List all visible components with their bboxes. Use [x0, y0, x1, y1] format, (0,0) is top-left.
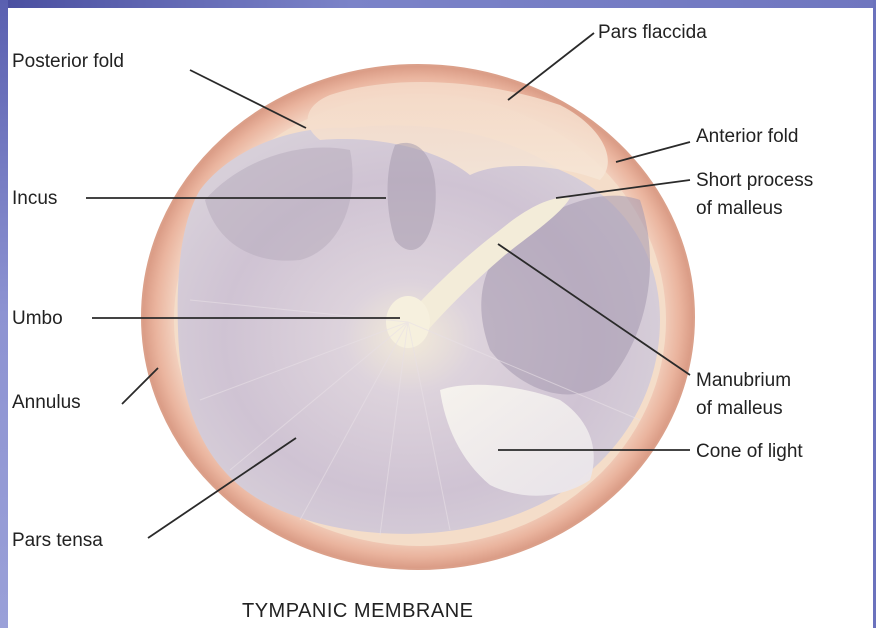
label-cone-of-light: Cone of light [696, 441, 803, 462]
label-manubrium-line1: Manubrium [696, 370, 791, 391]
incus-shadow [388, 143, 436, 250]
label-manubrium-line2: of malleus [696, 398, 783, 419]
label-short-process-line1: Short process [696, 170, 813, 191]
label-incus: Incus [12, 188, 57, 209]
diagram-caption: TYMPANIC MEMBRANE [242, 600, 473, 622]
leader-pars-flaccida [508, 33, 594, 100]
label-pars-tensa: Pars tensa [12, 530, 103, 551]
label-short-process-line2: of malleus [696, 198, 783, 219]
label-annulus: Annulus [12, 392, 81, 413]
label-pars-flaccida: Pars flaccida [598, 22, 707, 43]
label-umbo: Umbo [12, 308, 63, 329]
label-anterior-fold: Anterior fold [696, 126, 798, 147]
label-posterior-fold: Posterior fold [12, 51, 124, 72]
